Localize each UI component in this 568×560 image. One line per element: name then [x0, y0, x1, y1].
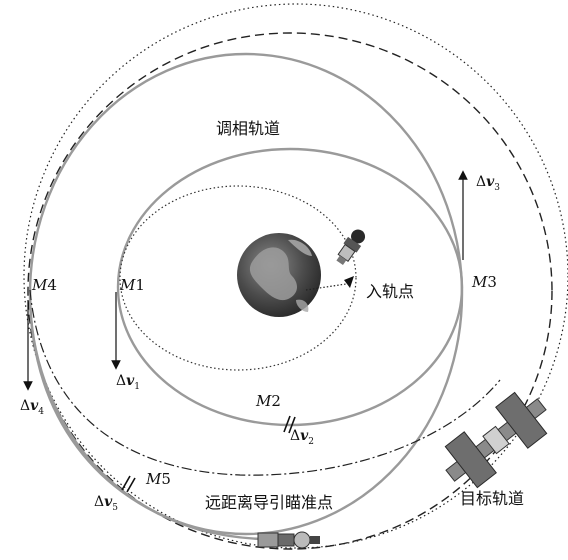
far-guidance-aim-label: 远距离导引瞄准点 [205, 493, 333, 512]
docked-spacecraft-icon [257, 531, 320, 549]
target-orbit-label: 目标轨道 [460, 489, 524, 508]
point-m1-label: M1 [119, 276, 145, 294]
space-station-icon [444, 391, 548, 489]
dv2-burn-mark [283, 415, 296, 434]
initial-orbit [119, 185, 357, 371]
target-orbit [27, 32, 553, 550]
dv1-label: Δv1 [116, 373, 140, 392]
dv5-burn-mark [121, 475, 136, 493]
dv5-label: Δv5 [94, 494, 118, 513]
dv4-label: Δv4 [20, 398, 44, 417]
approach-arc [29, 289, 501, 476]
dv3-label: Δv3 [476, 174, 500, 193]
point-m2-label: M2 [255, 392, 281, 410]
earth-icon [237, 233, 321, 317]
transfer-arc-m4-m5 [28, 289, 291, 541]
dv2-label: Δv2 [290, 428, 314, 447]
point-m5-label: M5 [145, 470, 171, 488]
insertion-point-label: 入轨点 [366, 282, 414, 301]
point-m4-label: M4 [31, 276, 57, 294]
insertion-marker [344, 276, 354, 288]
phasing-orbit-inner [116, 147, 464, 427]
spacecraft-icon [336, 229, 366, 266]
point-m3-label: M3 [471, 273, 497, 291]
phasing-orbit-label: 调相轨道 [216, 119, 280, 138]
